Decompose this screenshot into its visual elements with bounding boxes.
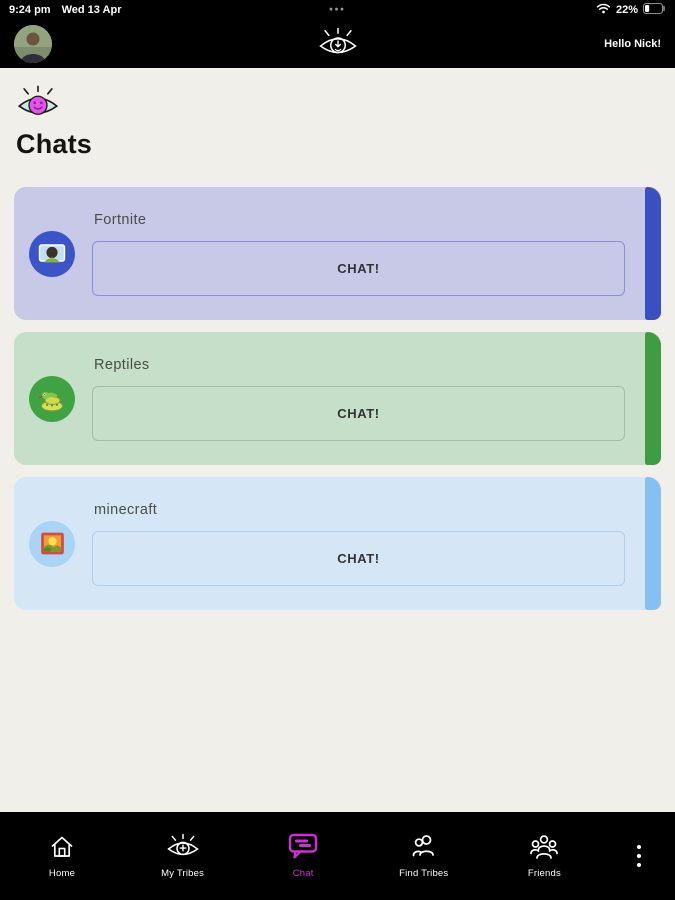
- nav-label: Friends: [527, 868, 561, 879]
- chat-button[interactable]: CHAT!: [92, 530, 625, 586]
- bottom-nav: Home My Tribes Chat Find Tribes Friends: [0, 812, 675, 900]
- chats-page: Chats Fortnite CHAT!: [0, 68, 675, 610]
- user-avatar[interactable]: [14, 25, 52, 63]
- people-group-icon: [529, 833, 559, 860]
- status-bar: 9:24 pm Wed 13 Apr ••• 22%: [0, 0, 675, 20]
- status-date: Wed 13 Apr: [61, 4, 122, 16]
- people-pair-icon: [410, 833, 437, 860]
- chat-card-fortnite: Fortnite CHAT!: [14, 187, 661, 320]
- status-time: 9:24 pm: [9, 4, 51, 16]
- card-accent-bar: [645, 187, 661, 320]
- framed-picture-emoji: [29, 520, 75, 567]
- chat-card-title: Reptiles: [94, 356, 150, 373]
- nav-label: My Tribes: [161, 868, 205, 879]
- card-accent-bar: [645, 332, 661, 465]
- wifi-icon: [596, 3, 611, 17]
- chat-card-title: minecraft: [94, 501, 158, 518]
- snake-emoji: [29, 375, 75, 422]
- home-icon: [49, 834, 75, 860]
- nav-item-chat[interactable]: Chat: [267, 833, 339, 879]
- person-on-screen-emoji: [29, 230, 75, 277]
- chat-card-list: Fortnite CHAT!: [14, 187, 661, 610]
- nav-label: Home: [48, 867, 76, 879]
- card-accent-bar: [645, 477, 661, 610]
- battery-percent: 22%: [615, 4, 638, 16]
- nav-item-my-tribes[interactable]: My Tribes: [147, 833, 219, 879]
- nav-item-friends[interactable]: Friends: [508, 833, 580, 879]
- multitask-dots-icon: •••: [329, 4, 346, 16]
- eye-logo: [317, 27, 359, 64]
- more-options-icon[interactable]: [629, 845, 649, 867]
- chat-bubble-icon: [288, 833, 318, 860]
- chat-button[interactable]: CHAT!: [92, 240, 625, 296]
- pink-eye-logo: [15, 84, 661, 125]
- chat-card-title: Fortnite: [94, 211, 147, 228]
- greeting-text: Hello Nick!: [604, 38, 661, 50]
- nav-item-find-tribes[interactable]: Find Tribes: [388, 833, 460, 879]
- app-header: Hello Nick!: [0, 20, 675, 68]
- nav-item-home[interactable]: Home: [26, 834, 98, 879]
- page-title: Chats: [16, 129, 93, 159]
- chat-card-minecraft: minecraft CHAT!: [14, 477, 661, 610]
- chat-card-reptiles: Reptiles CHAT!: [14, 332, 661, 465]
- tribe-eye-icon: [166, 833, 200, 860]
- chat-button[interactable]: CHAT!: [92, 385, 625, 441]
- battery-icon: [643, 3, 666, 17]
- nav-label: Chat: [292, 868, 314, 879]
- nav-label: Find Tribes: [399, 868, 449, 879]
